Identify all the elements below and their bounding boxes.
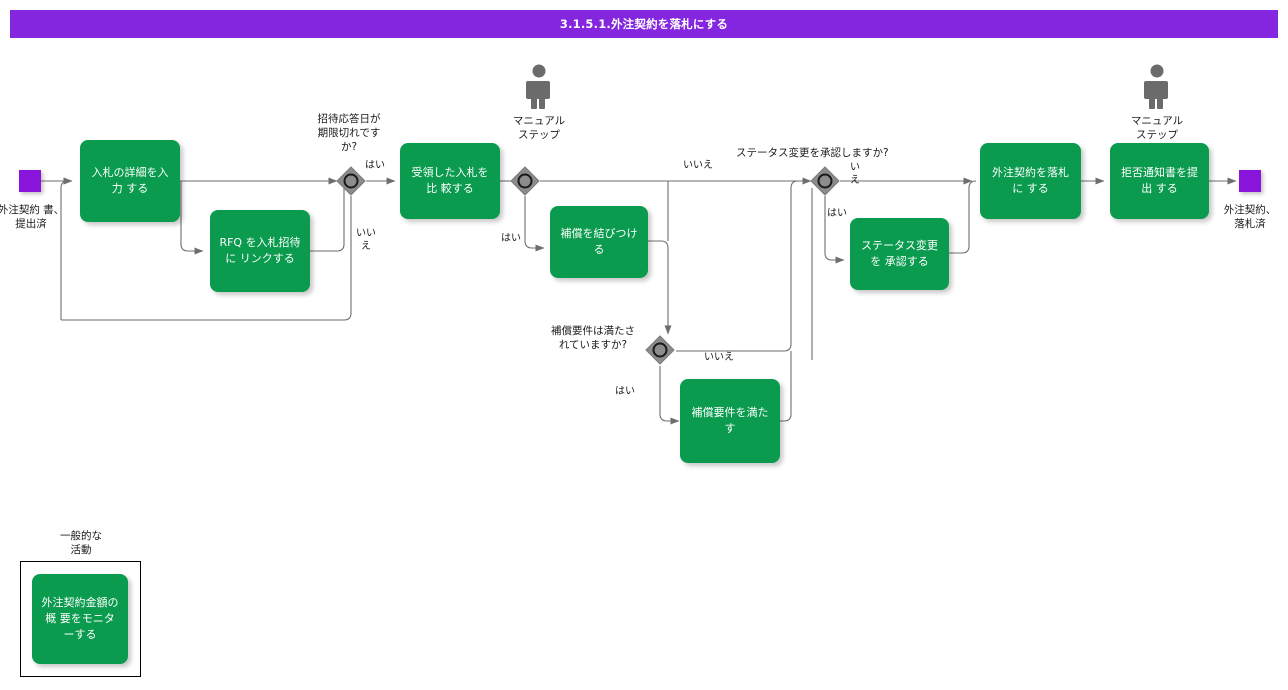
task-label: 入札の詳細を入力 する [91, 166, 169, 195]
task-enter-bid-details[interactable]: 入札の詳細を入力 する [80, 140, 180, 222]
diamond-icon [510, 166, 540, 196]
diamond-icon [645, 335, 675, 365]
task-label: 補償を結びつける [560, 227, 638, 256]
end-terminator[interactable] [1239, 170, 1261, 192]
edge-label-compare-yes: はい [501, 233, 521, 244]
task-monitor-amount[interactable]: 外注契約金額の概 要をモニターする [32, 574, 128, 664]
task-approve-status[interactable]: ステータス変更を 承認する [850, 218, 949, 290]
task-submit-rejection[interactable]: 拒否通知書を提出 する [1110, 143, 1209, 219]
decision-compensation-met[interactable] [645, 335, 675, 365]
window-title-bar: 3.1.5.1.外注契約を落札にする [10, 10, 1278, 38]
task-compare-bids[interactable]: 受領した入札を比 較する [400, 143, 500, 219]
task-tie-compensation[interactable]: 補償を結びつける [550, 206, 648, 278]
page-title: 3.1.5.1.外注契約を落札にする [559, 17, 729, 31]
decision-approve-status-label: ステータス変更を承認しますか? [736, 147, 889, 159]
diamond-icon [336, 166, 366, 196]
task-label: 外注契約金額の概 要をモニターする [41, 596, 119, 641]
edge-label-status-no: い え [850, 162, 860, 186]
annotation-manual-step-1: マニュアル ステップ [512, 115, 566, 142]
edge-label-compensation-no: いいえ [683, 160, 713, 171]
edge-label-invite-no: いい え [356, 228, 376, 252]
person-icon [524, 64, 554, 114]
start-terminator[interactable] [19, 170, 41, 192]
task-award-contract[interactable]: 外注契約を落札に する [980, 143, 1081, 219]
task-label: 受領した入札を比 較する [411, 166, 489, 195]
group-general-activity-label: 一般的な 活動 [60, 530, 102, 557]
task-label: 外注契約を落札に する [992, 166, 1069, 195]
edge-label-invite-yes: はい [365, 160, 385, 171]
edge-label-status-yes: はい [827, 208, 847, 219]
diamond-icon [810, 166, 840, 196]
task-link-rfq[interactable]: RFQ を入札招待に リンクする [210, 210, 310, 292]
edge-label-comp-req-yes: はい [615, 386, 635, 397]
decision-invite-expired[interactable] [336, 166, 366, 196]
task-meet-requirements[interactable]: 補償要件を満たす [680, 379, 780, 463]
edge-label-comp-req-no: いいえ [704, 352, 734, 363]
end-terminator-label: 外注契約、 落札済 [1223, 204, 1277, 231]
task-label: 拒否通知書を提出 する [1121, 166, 1198, 195]
decision-compensation-met-label: 補償要件は満たさ れていますか? [551, 325, 635, 352]
decision-invite-expired-label: 招待応答日が 期限切れです か? [317, 113, 381, 154]
start-terminator-label: 外注契約 書、 提出済 [0, 204, 65, 231]
task-label: 補償要件を満たす [691, 406, 769, 435]
annotation-manual-step-2: マニュアル ステップ [1130, 115, 1184, 142]
person-icon [1142, 64, 1172, 114]
task-label: ステータス変更を 承認する [861, 239, 938, 268]
task-label: RFQ を入札招待に リンクする [219, 236, 301, 265]
decision-approve-status-change[interactable] [810, 166, 840, 196]
decision-manual-compare[interactable] [510, 166, 540, 196]
